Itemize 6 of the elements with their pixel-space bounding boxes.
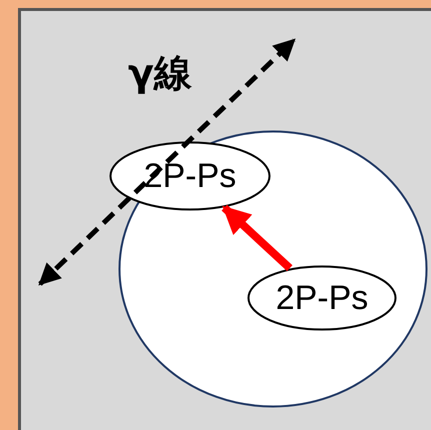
ray-label: γ線 [128, 50, 192, 97]
arrow [222, 204, 292, 272]
node-label: 2P-Ps [276, 278, 368, 318]
ellipse-node [109, 141, 271, 211]
ellipse-node [247, 265, 397, 331]
node-label: 2P-Ps [144, 156, 236, 196]
